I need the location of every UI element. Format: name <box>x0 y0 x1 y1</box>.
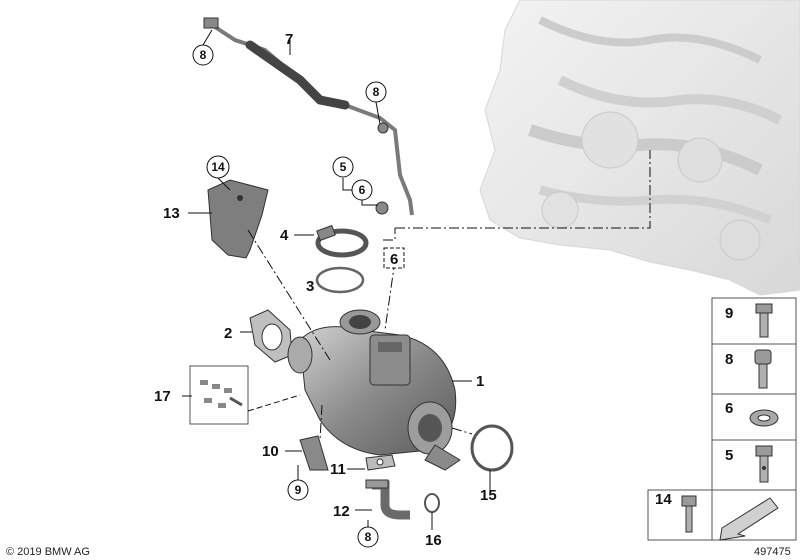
callout-2: 2 <box>224 325 232 342</box>
circled-callout-14: 14 <box>206 155 230 179</box>
callout-15: 15 <box>480 487 497 504</box>
bolt-icon <box>755 303 773 338</box>
circled-label: 6 <box>359 183 366 197</box>
circled-label: 5 <box>340 160 347 174</box>
circled-callout-6: 6 <box>351 179 373 201</box>
outlet-seal-ring-part <box>470 424 514 472</box>
sealing-ring-part <box>315 266 365 294</box>
callout-12: 12 <box>333 503 350 520</box>
o-ring-part <box>424 493 440 513</box>
oil-return-pipe-part <box>365 479 410 520</box>
v-band-clamp-part <box>315 224 369 258</box>
oil-return-gasket-part <box>365 454 396 471</box>
diagram-id-text: 497475 <box>754 546 791 558</box>
fastener-legend-panel: 9 8 6 5 14 <box>647 297 797 541</box>
engine-reference-line <box>383 150 651 241</box>
callout-6: 6 <box>390 251 398 268</box>
torx-bolt-icon <box>681 495 697 533</box>
bracket-part <box>299 435 329 471</box>
legend-number-9: 9 <box>725 305 733 322</box>
circled-callout-9: 9 <box>287 479 309 501</box>
hex-socket-screw-icon <box>754 349 772 389</box>
circled-label: 14 <box>211 160 225 174</box>
callout-16: 16 <box>425 532 442 549</box>
callout-6-box: 6 <box>383 247 405 269</box>
legend-number-8: 8 <box>725 351 733 368</box>
callout-13: 13 <box>163 205 180 222</box>
legend-number-6: 6 <box>725 400 733 417</box>
callout-4: 4 <box>280 227 289 244</box>
callout-11: 11 <box>330 461 346 478</box>
circled-label: 8 <box>200 48 207 62</box>
oil-feed-line-part <box>203 17 414 216</box>
circled-label: 8 <box>373 85 380 99</box>
callout-10: 10 <box>262 443 279 460</box>
callout-3: 3 <box>306 278 314 295</box>
leader-lines <box>182 29 491 532</box>
hollow-bolt-icon <box>755 445 773 483</box>
sealing-ring-icon <box>749 409 779 427</box>
circled-label: 8 <box>365 530 372 544</box>
circled-callout-8-top: 8 <box>192 44 214 66</box>
circled-callout-8-bottom: 8 <box>357 526 379 548</box>
legend-number-5: 5 <box>725 447 733 464</box>
copyright-text: © 2019 BMW AG <box>6 546 90 558</box>
circled-callout-5: 5 <box>332 156 354 178</box>
circled-label: 9 <box>295 483 302 497</box>
circled-callout-8-mid: 8 <box>365 81 387 103</box>
engine-block-illustration <box>479 0 800 296</box>
callout-1: 1 <box>476 373 484 390</box>
turbocharger-part <box>287 309 461 471</box>
reference-arrow-icon <box>719 497 779 541</box>
gasket-part <box>249 309 293 363</box>
callout-7: 7 <box>285 31 293 48</box>
heat-shield-part <box>207 179 269 259</box>
callout-17: 17 <box>154 388 171 405</box>
detail-box-17 <box>189 365 249 425</box>
legend-number-14: 14 <box>655 491 672 508</box>
